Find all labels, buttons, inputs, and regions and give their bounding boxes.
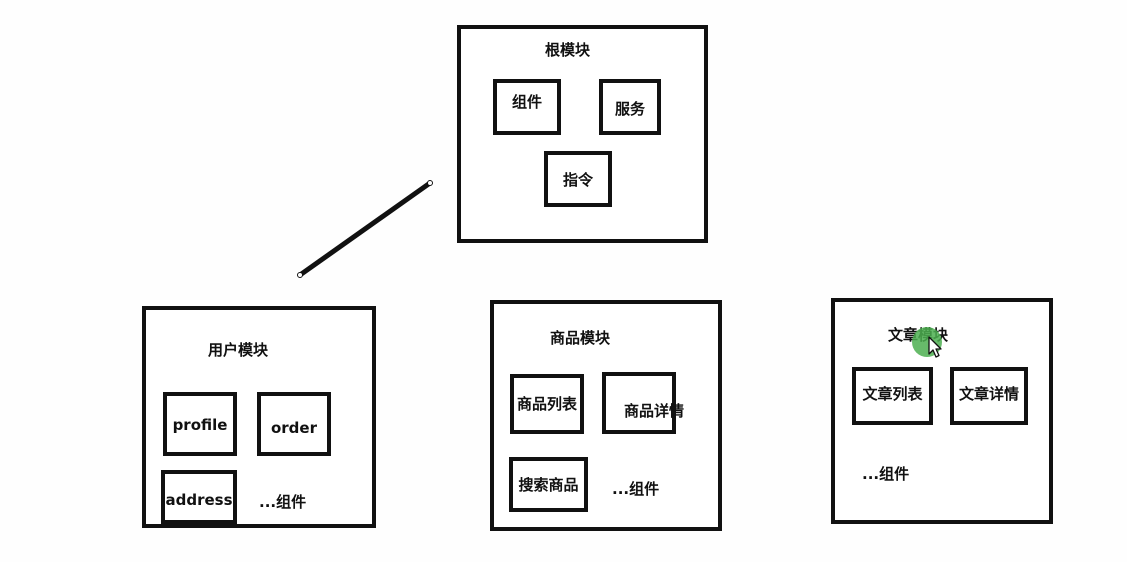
user-order-label: order	[270, 419, 317, 437]
goods-list-label: 商品列表	[516, 395, 577, 413]
user-address-box: address	[161, 470, 237, 524]
user-module-box: 用户模块 profile order address ...组件	[142, 306, 376, 528]
user-order-box: order	[257, 392, 331, 456]
root-directive-box: 指令	[544, 151, 612, 207]
goods-list-box: 商品列表	[510, 374, 584, 434]
root-module-box: 根模块 组件 服务 指令	[457, 25, 708, 243]
article-more-components: ...组件	[862, 465, 910, 483]
goods-detail-box: 商品详情	[602, 372, 684, 434]
root-service-box: 服务	[599, 79, 661, 135]
user-more-components: ...组件	[259, 493, 307, 511]
user-profile-label: profile	[172, 416, 228, 434]
article-list-box: 文章列表	[852, 367, 933, 425]
root-directive-label: 指令	[562, 171, 593, 189]
article-module-box: 文章模块 文章列表 文章详情 ...组件	[831, 298, 1053, 524]
goods-detail-label: 商品详情	[623, 402, 684, 420]
goods-search-label: 搜索商品	[518, 476, 579, 494]
root-component-label: 组件	[511, 93, 542, 111]
root-component-box: 组件	[493, 79, 561, 135]
mouse-cursor-icon	[912, 327, 942, 358]
goods-module-box: 商品模块 商品列表 商品详情 搜索商品 ...组件	[490, 300, 722, 531]
article-detail-box: 文章详情	[950, 367, 1028, 425]
goods-module-title: 商品模块	[550, 329, 611, 347]
root-module-title: 根模块	[545, 41, 591, 59]
root-service-label: 服务	[614, 100, 645, 118]
article-detail-label: 文章详情	[958, 385, 1019, 403]
user-module-title: 用户模块	[208, 341, 269, 359]
goods-more-components: ...组件	[612, 480, 660, 498]
user-profile-box: profile	[163, 392, 237, 456]
goods-search-box: 搜索商品	[509, 457, 588, 512]
user-address-label: address	[165, 491, 233, 509]
article-list-label: 文章列表	[862, 385, 923, 403]
